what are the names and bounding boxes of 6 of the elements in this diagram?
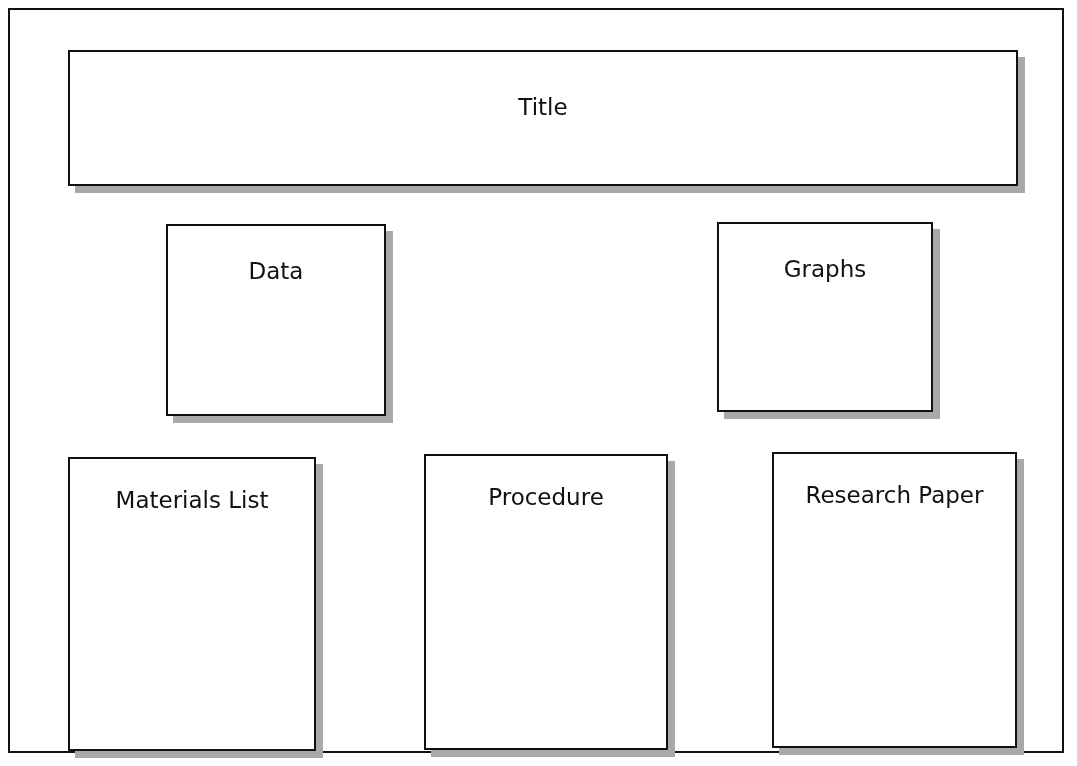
section-label: Research Paper [804,482,985,510]
section-label: Procedure [487,484,605,512]
title-label: Title [517,94,569,122]
section-label: Data [247,258,305,286]
section-label: Graphs [782,256,868,284]
section-label: Materials List [114,487,270,515]
